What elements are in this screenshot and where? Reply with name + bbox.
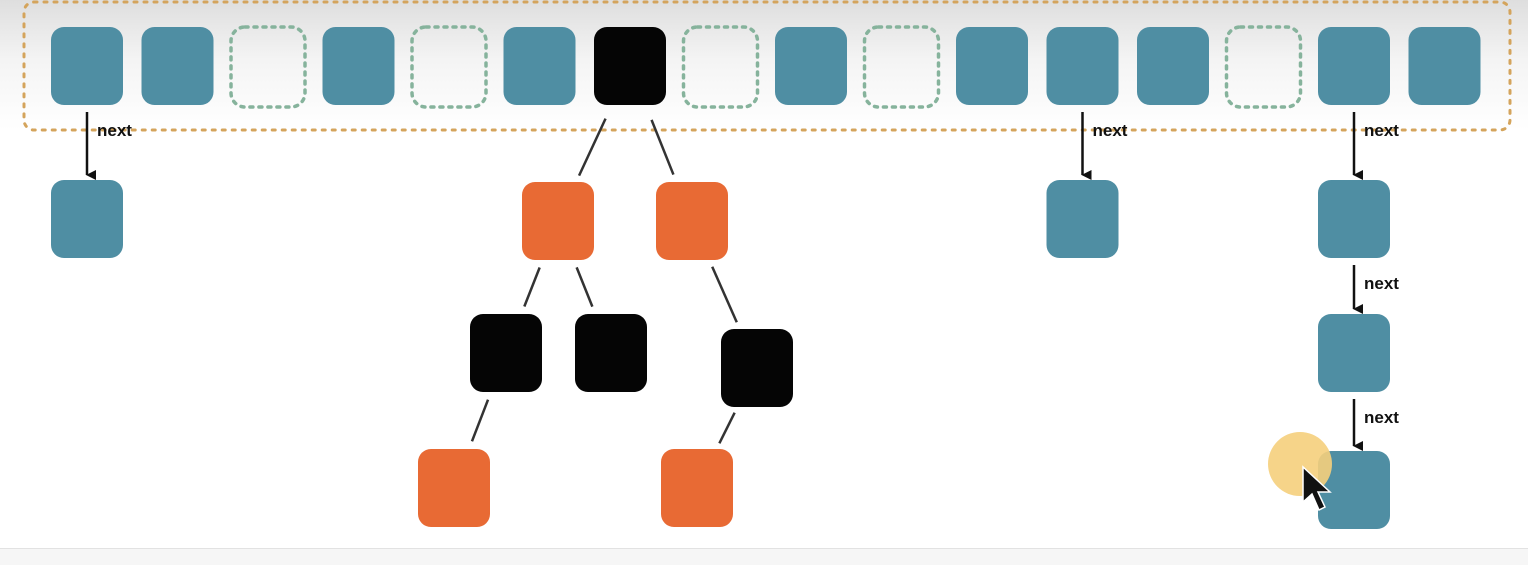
array-slot-teal — [1137, 27, 1209, 105]
bottom-strip — [0, 548, 1528, 565]
tree-edge — [711, 266, 738, 323]
array-slot-teal — [1318, 27, 1390, 105]
next-pointer-label: next — [1364, 274, 1399, 293]
array-slot-teal — [1408, 27, 1481, 105]
tree-edge — [523, 267, 541, 307]
array-slot-empty — [410, 25, 488, 109]
next-pointer-label: next — [1364, 121, 1399, 140]
array-slot-teal — [775, 27, 847, 105]
array-slot-teal — [956, 27, 1028, 105]
next-pointer-label: next — [1364, 408, 1399, 427]
chain-node — [1318, 451, 1390, 529]
tree-edge — [650, 119, 675, 176]
next-pointer-label: next — [97, 121, 132, 140]
array-slot-empty — [229, 25, 307, 109]
chain-node — [1318, 314, 1390, 392]
array-slot-teal — [322, 27, 395, 105]
array-slot-black — [594, 27, 666, 105]
tree-edge — [575, 266, 594, 308]
tree-node-black — [721, 329, 793, 407]
tree-node-orange — [656, 182, 728, 260]
tree-edge — [470, 399, 490, 442]
array-slot-teal — [1046, 27, 1119, 105]
array-slot-teal — [51, 27, 123, 105]
array-slot-empty — [1224, 25, 1303, 109]
tree-node-orange — [418, 449, 490, 527]
array-slot-empty — [681, 25, 760, 109]
tree-edge — [577, 118, 607, 177]
array-slot-teal — [141, 27, 214, 105]
mouse-pointer-icon — [1302, 465, 1332, 512]
tree-node-orange — [522, 182, 594, 260]
array-slot-teal — [503, 27, 576, 105]
next-pointer-label: next — [1093, 121, 1128, 140]
tree-node-black — [575, 314, 647, 392]
chain-node — [1046, 180, 1119, 258]
chain-node — [1318, 180, 1390, 258]
array-container — [22, 0, 1512, 132]
tree-node-orange — [661, 449, 733, 527]
tree-node-black — [470, 314, 542, 392]
array-slot-empty — [862, 25, 941, 109]
tree-edge — [718, 412, 736, 444]
chain-node — [51, 180, 123, 258]
